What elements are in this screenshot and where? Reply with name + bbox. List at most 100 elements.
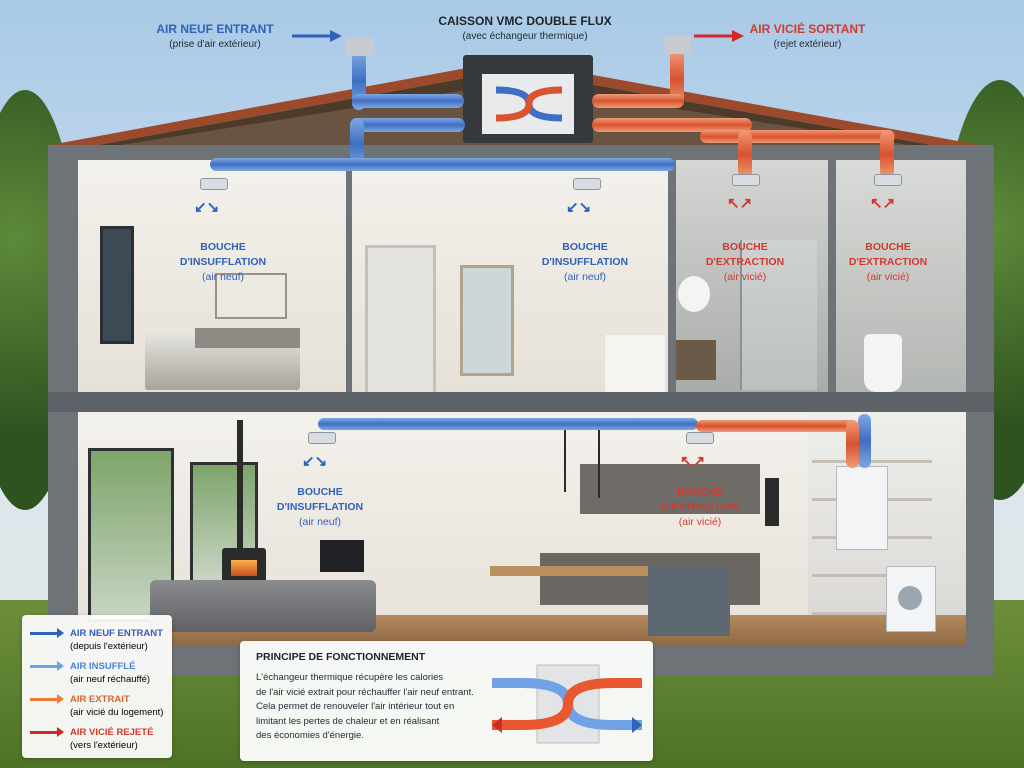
- stove-fire: [231, 560, 257, 576]
- principe-line: de l'air vicié extrait pour réchauffer l…: [256, 686, 474, 698]
- stove-pipe: [237, 420, 243, 550]
- washing-machine-door: [898, 586, 922, 610]
- principe-title: PRINCIPE DE FONCTIONNEMENT: [256, 651, 426, 663]
- supply-duct-lower-main: [318, 418, 698, 430]
- living-vent-subtitle: (air neuf): [298, 516, 341, 528]
- extract-duct-lower-main: [696, 420, 856, 432]
- supply-duct-from-caisson: [350, 118, 465, 132]
- hall-vent-label: BOUCHE D'INSUFFLATION (air neuf): [530, 240, 640, 285]
- pendant-lamp-1: [564, 430, 566, 492]
- vent-grille-bathroom: [732, 174, 760, 186]
- floor-slab: [48, 392, 994, 412]
- air-neuf-subtitle: (prise d'air extérieur): [169, 39, 261, 50]
- vent-grille-wc: [874, 174, 902, 186]
- shower-glass: [740, 240, 817, 390]
- vent-grille-hall: [573, 178, 601, 190]
- principe-line: Cela permet de renouveler l'air intérieu…: [256, 701, 455, 712]
- exchanger-diagram-icon: [492, 664, 642, 744]
- exhaust-cap: [664, 36, 691, 54]
- airflow-arrows-wc: ↖↗: [870, 195, 896, 212]
- bathroom-vent-title-1: BOUCHE: [722, 241, 768, 253]
- bathroom-mirror: [678, 276, 710, 312]
- vent-grille-kitchen: [686, 432, 714, 444]
- principe-line: limitant les pertes de chaleur et en réa…: [256, 715, 440, 727]
- mirror: [460, 265, 514, 376]
- legend-title: AIR EXTRAIT: [70, 694, 130, 705]
- bed-headboard: [195, 328, 300, 348]
- pendant-lamp-2: [598, 430, 600, 498]
- airflow-arrows-hall: ↙↘: [566, 199, 592, 216]
- hall-vent-title-1: BOUCHE: [562, 241, 608, 253]
- bathroom-sink: [676, 340, 716, 380]
- airflow-arrows-living: ↙↘: [302, 453, 328, 470]
- air-neuf-title: AIR NEUF ENTRANT: [156, 22, 274, 36]
- principe-line: L'échangeur thermique récupère les calor…: [256, 672, 444, 683]
- legend-subtitle: (vers l'extérieur): [70, 740, 138, 751]
- principe-line: des économies d'énergie.: [256, 730, 364, 741]
- airflow-arrows-bedroom: ↙↘: [194, 199, 220, 216]
- wc-vent-label: BOUCHE D'EXTRACTION (air vicié): [838, 240, 938, 285]
- bathroom-vent-subtitle: (air vicié): [723, 271, 767, 283]
- principe-text: L'échangeur thermique récupère les calor…: [256, 671, 506, 744]
- bathroom-vent-title-2: D'EXTRACTION: [705, 256, 785, 268]
- legend-line-red: [30, 727, 64, 737]
- bedroom-vent-title-1: BOUCHE: [200, 241, 246, 253]
- legend-title: AIR VICIÉ REJETÉ: [70, 727, 154, 738]
- extract-duct-utility: [846, 420, 859, 468]
- extract-duct-from-house: [592, 118, 752, 132]
- wc-vent-title-2: D'EXTRACTION: [848, 256, 928, 268]
- airflow-arrows-bathroom: ↖↗: [727, 195, 753, 212]
- dining-table: [490, 566, 650, 576]
- vmc-unit: [836, 466, 888, 550]
- legend-line-orange: [30, 694, 64, 704]
- kitchen-vent-subtitle: (air vicié): [678, 516, 722, 528]
- heat-exchanger-icon: [495, 86, 563, 122]
- wall-frame: [765, 478, 779, 526]
- extract-duct-to-exhaust: [592, 94, 684, 108]
- air-vicie-subtitle: (rejet extérieur): [773, 39, 842, 50]
- bedroom-vent-label: BOUCHE D'INSUFFLATION (air neuf): [168, 240, 278, 285]
- air-neuf-arrow-icon: [292, 30, 342, 42]
- living-vent-title-2: D'INSUFFLATION: [276, 501, 364, 513]
- kitchen-vent-title-2: D'EXTRACTION: [660, 501, 740, 513]
- door: [365, 245, 436, 398]
- legend-panel: AIR NEUF ENTRANT(depuis l'extérieur) AIR…: [22, 615, 172, 758]
- bedroom-window: [100, 226, 134, 344]
- extract-duct-upper-main: [700, 130, 895, 143]
- desk: [605, 335, 665, 392]
- legend-subtitle: (air vicié du logement): [70, 707, 164, 718]
- air-vicie-arrow-icon: [694, 30, 744, 42]
- extract-duct-wc: [880, 130, 894, 178]
- wc-vent-title-1: BOUCHE: [865, 241, 911, 253]
- hall-vent-subtitle: (air neuf): [563, 271, 606, 283]
- wall-picture: [215, 273, 287, 319]
- air-vicie-label: AIR VICIÉ SORTANT (rejet extérieur): [745, 22, 870, 50]
- kitchen-vent-title-1: BOUCHE: [677, 486, 723, 498]
- kitchen-vent-label: BOUCHE D'EXTRACTION (air vicié): [650, 485, 750, 530]
- supply-duct-upper-main: [210, 158, 675, 171]
- extract-duct-bathroom: [738, 130, 752, 178]
- wc-vent-subtitle: (air vicié): [866, 271, 910, 283]
- toilet: [864, 334, 902, 392]
- legend-subtitle: (depuis l'extérieur): [70, 641, 148, 652]
- intake-cap: [346, 38, 373, 56]
- airflow-arrows-kitchen: ↖↗: [680, 453, 706, 470]
- bedroom-vent-title-2: D'INSUFFLATION: [179, 256, 267, 268]
- legend-line-light-blue: [30, 661, 64, 671]
- vent-grille-living: [308, 432, 336, 444]
- supply-duct-utility: [858, 414, 871, 468]
- living-vent-label: BOUCHE D'INSUFFLATION (air neuf): [265, 485, 375, 530]
- air-neuf-label: AIR NEUF ENTRANT (prise d'air extérieur): [150, 22, 280, 50]
- caisson-title: CAISSON VMC DOUBLE FLUX: [438, 14, 612, 28]
- tv: [320, 540, 364, 572]
- legend-title: AIR INSUFFLÉ: [70, 661, 136, 672]
- sofa: [150, 580, 376, 632]
- kitchen-cabinets: [580, 464, 760, 514]
- living-vent-title-1: BOUCHE: [297, 486, 343, 498]
- hall-vent-title-2: D'INSUFFLATION: [541, 256, 629, 268]
- vent-grille-bedroom: [200, 178, 228, 190]
- air-vicie-title: AIR VICIÉ SORTANT: [749, 22, 866, 36]
- extract-duct-exhaust: [670, 50, 684, 108]
- bathroom-vent-label: BOUCHE D'EXTRACTION (air vicié): [695, 240, 795, 285]
- legend-line-blue: [30, 628, 64, 638]
